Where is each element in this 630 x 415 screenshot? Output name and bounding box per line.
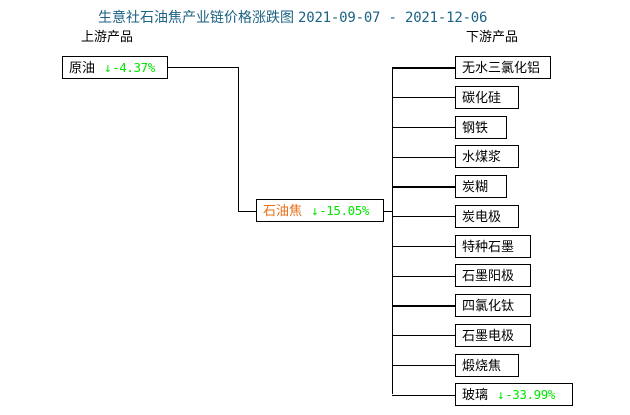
downstream-trunk-line [392,67,394,394]
node-label: 四氯化钛 [462,298,515,313]
downstream-node-2[interactable]: 碳化硅 [455,85,519,109]
connector-branch-11 [392,364,455,367]
downstream-node-8[interactable]: 石墨阳极 [455,264,531,288]
downstream-node-3[interactable]: 钢铁 [455,115,507,139]
center-node-petroleum-coke[interactable]: 石油焦 ↓-15.05% [256,199,384,222]
downstream-node-7[interactable]: 特种石墨 [455,234,531,258]
connector-upstream-horizontal-bottom [237,210,258,212]
node-change-value: ↓-4.37% [95,61,155,74]
downstream-node-9[interactable]: 四氯化钛 [455,294,531,317]
downstream-column-label: 下游产品 [466,29,519,44]
connector-branch-8 [392,275,455,277]
down-arrow-icon: ↓ [311,203,319,218]
connector-branch-2 [392,97,455,99]
downstream-node-1[interactable]: 无水三氯化铝 [455,56,551,79]
node-change-text: -33.99% [505,387,556,403]
node-label: 钢铁 [462,119,489,135]
node-change-text: -15.05% [319,203,370,218]
node-label: 炭糊 [462,179,489,194]
chart-title-text: 生意社石油焦产业链价格涨跌图 [98,9,294,25]
node-label: 炭电极 [462,208,502,224]
connector-branch-5 [392,186,455,188]
chart-date-range: 2021-09-07 - 2021-12-06 [298,10,488,26]
node-label: 煅烧焦 [462,357,502,373]
connector-branch-10 [392,335,455,337]
connector-branch-4 [392,156,455,158]
down-arrow-icon: ↓ [497,387,505,403]
downstream-node-12[interactable]: 玻璃↓-33.99% [455,383,573,407]
node-label: 玻璃 [462,387,489,403]
connector-branch-6 [392,216,455,218]
node-label: 无水三氯化铝 [462,60,541,75]
connector-upstream-vertical [237,67,239,212]
downstream-node-6[interactable]: 炭电极 [455,204,519,228]
downstream-node-11[interactable]: 煅烧焦 [455,353,519,377]
upstream-node-crude-oil[interactable]: 原油 ↓-4.37% [62,56,168,79]
down-arrow-icon: ↓ [104,60,112,75]
downstream-node-5[interactable]: 炭糊 [455,175,507,198]
node-label: 碳化硅 [462,89,502,105]
node-change-text: -4.37% [112,60,155,75]
connector-upstream-horizontal-top [168,67,239,69]
node-label: 石墨电极 [462,327,515,343]
node-label: 石油焦 [263,203,303,218]
node-label: 水煤浆 [462,149,502,165]
connector-branch-9 [392,305,455,307]
downstream-node-10[interactable]: 石墨电极 [455,323,531,347]
node-label: 石墨阳极 [462,268,515,284]
node-change-value: ↓-15.05% [302,204,369,217]
downstream-node-4[interactable]: 水煤浆 [455,145,519,169]
upstream-column-label: 上游产品 [81,29,134,44]
connector-branch-12 [392,394,455,396]
connector-branch-3 [392,126,455,129]
node-label: 原油 [69,60,96,75]
node-change-value: ↓-33.99% [488,388,555,401]
connector-center-to-trunk [384,210,393,212]
connector-branch-7 [392,245,455,248]
connector-branch-1 [392,67,455,69]
node-label: 特种石墨 [462,238,515,254]
